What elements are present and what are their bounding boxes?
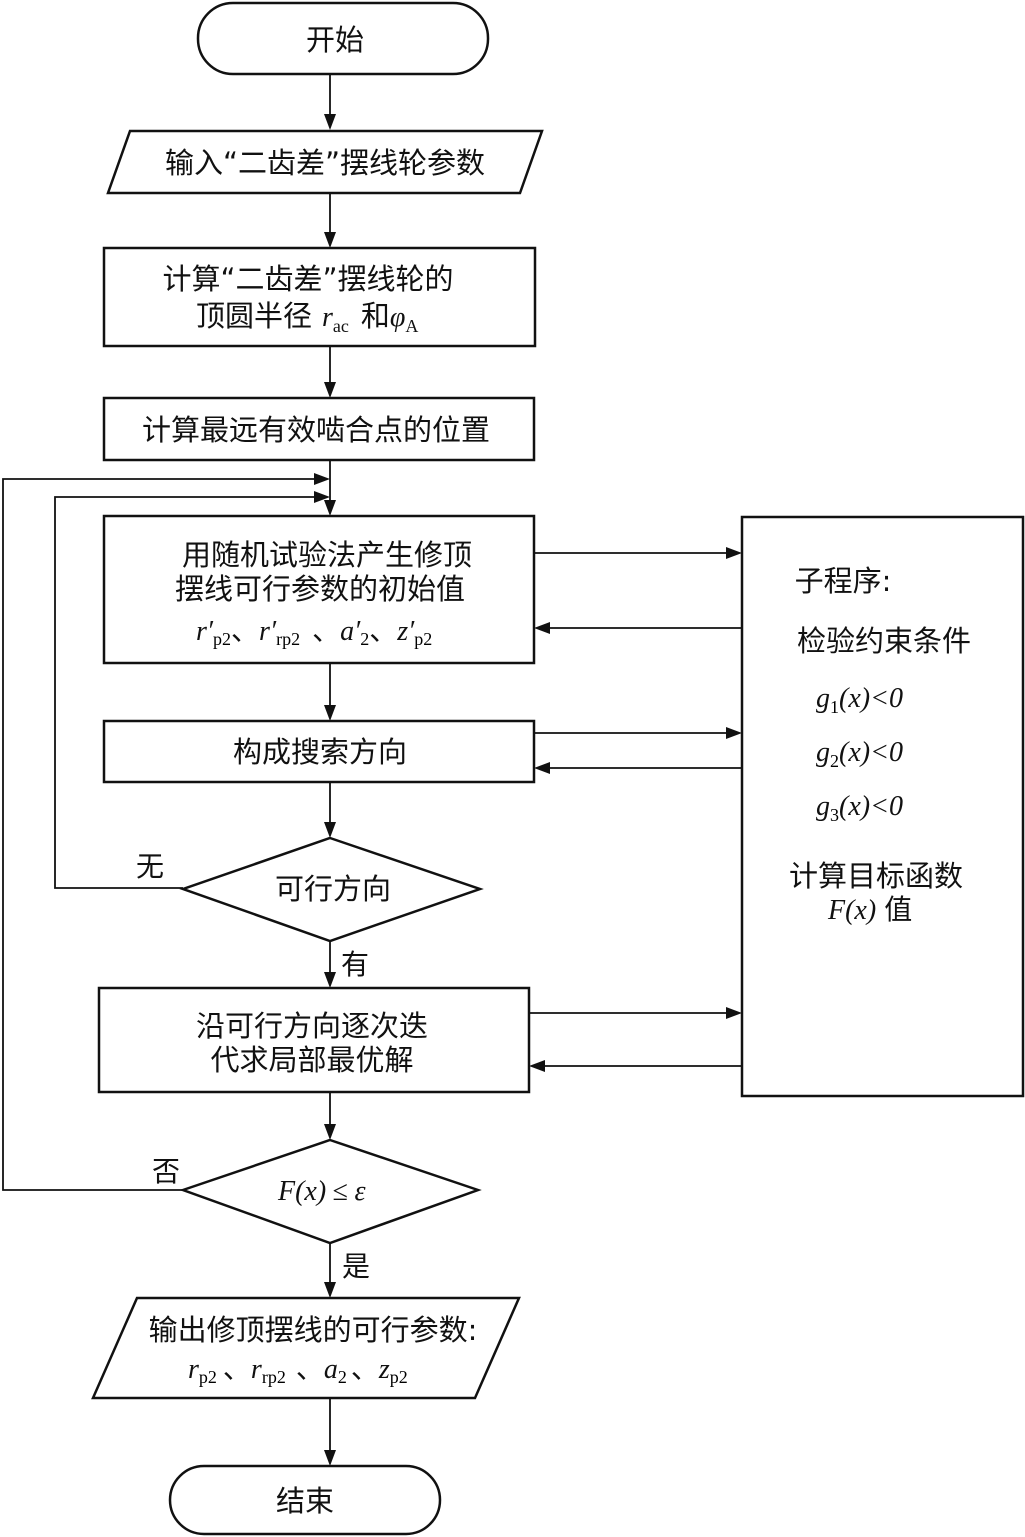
calc-far-node: 计算最远有效啮合点的位置	[102, 396, 536, 462]
subroutine-box: 子程序: 检验约束条件 g1(x)<0 g2(x)<0 g3(x)<0 计算目标…	[740, 515, 1025, 1098]
arrowhead	[534, 622, 550, 634]
random-label-2: 摆线可行参数的初始值	[175, 572, 465, 606]
arrowhead	[324, 232, 336, 248]
arrowhead	[726, 727, 742, 739]
loop-no	[2, 478, 322, 1191]
convergence-decision: F(x)≤ ε	[179, 1138, 482, 1245]
branch-label-has: 有	[341, 948, 369, 981]
iterate-label-2: 代求局部最优解	[210, 1043, 413, 1077]
arrowhead	[324, 972, 336, 988]
random-label-1: 用随机试验法产生修顶	[182, 538, 472, 572]
branch-label-none: 无	[136, 850, 164, 883]
constraint-g2: g2(x)<0	[816, 737, 903, 771]
start-label: 开始	[306, 23, 364, 57]
subroutine-fx-value: F(x)值	[827, 893, 912, 926]
constraint-g1: g1(x)<0	[816, 683, 903, 717]
arrowhead	[726, 547, 742, 559]
search-direction-label: 构成搜索方向	[233, 735, 407, 769]
convergence-label: F(x)≤ ε	[277, 1176, 366, 1207]
constraint-g3: g3(x)<0	[816, 791, 903, 825]
calc-far-label: 计算最远有效啮合点的位置	[142, 413, 490, 447]
output-params: rp2、rrp2、a2、zp2	[188, 1352, 408, 1387]
output-node: 输出修顶摆线的可行参数: rp2、rrp2、a2、zp2	[91, 1296, 521, 1400]
random-params: r′p2、r′rp2、a′2、z′p2	[196, 614, 432, 649]
feasible-direction-decision: 可行方向	[179, 836, 484, 943]
end-label: 结束	[276, 1484, 334, 1518]
connectors	[2, 74, 742, 1466]
arrowhead	[324, 382, 336, 398]
calc-tip-label-2: 顶圆半径 rac 和φA	[196, 299, 418, 336]
input-label: 输入“二齿差”摆线轮参数	[165, 146, 485, 180]
start-node: 开始	[196, 1, 490, 76]
arrowhead	[324, 500, 336, 516]
arrowhead	[726, 1007, 742, 1019]
calc-tip-node: 计算“二齿差”摆线轮的 顶圆半径 rac 和φA	[102, 246, 537, 348]
random-init-node: 用随机试验法产生修顶 摆线可行参数的初始值 r′p2、r′rp2、a′2、z′p…	[102, 514, 536, 665]
arrowhead	[324, 1282, 336, 1298]
math-A: A	[405, 316, 418, 336]
feasible-direction-label: 可行方向	[275, 872, 391, 906]
arrowhead	[314, 473, 330, 485]
arrowhead	[324, 114, 336, 130]
arrowhead	[324, 1124, 336, 1140]
iterate-label-1: 沿可行方向逐次迭	[196, 1009, 428, 1043]
arrowhead	[324, 705, 336, 721]
arrowhead	[529, 1060, 545, 1072]
branch-label-no: 否	[152, 1155, 180, 1188]
arrowhead	[324, 1450, 336, 1466]
output-label-1: 输出修顶摆线的可行参数:	[149, 1313, 478, 1347]
arrowhead	[314, 491, 330, 503]
subroutine-calc-obj: 计算目标函数	[789, 859, 963, 893]
math-ac: ac	[333, 316, 349, 336]
subroutine-check: 检验约束条件	[797, 624, 971, 658]
calc-tip-label-1: 计算“二齿差”摆线轮的	[162, 262, 453, 296]
subroutine-title: 子程序:	[795, 564, 892, 598]
math-phi: φ	[390, 302, 406, 333]
arrowhead	[324, 822, 336, 838]
math-r: r	[322, 302, 333, 333]
search-direction-node: 构成搜索方向	[102, 719, 536, 784]
end-node: 结束	[168, 1464, 442, 1536]
input-node: 输入“二齿差”摆线轮参数	[106, 129, 544, 195]
calc-tip-mid: 和	[361, 299, 390, 333]
iterate-node: 沿可行方向逐次迭 代求局部最优解	[97, 986, 531, 1094]
branch-label-yes: 是	[342, 1250, 370, 1283]
calc-tip-prefix: 顶圆半径	[196, 299, 312, 333]
loop-none	[54, 496, 322, 889]
arrowhead	[534, 762, 550, 774]
